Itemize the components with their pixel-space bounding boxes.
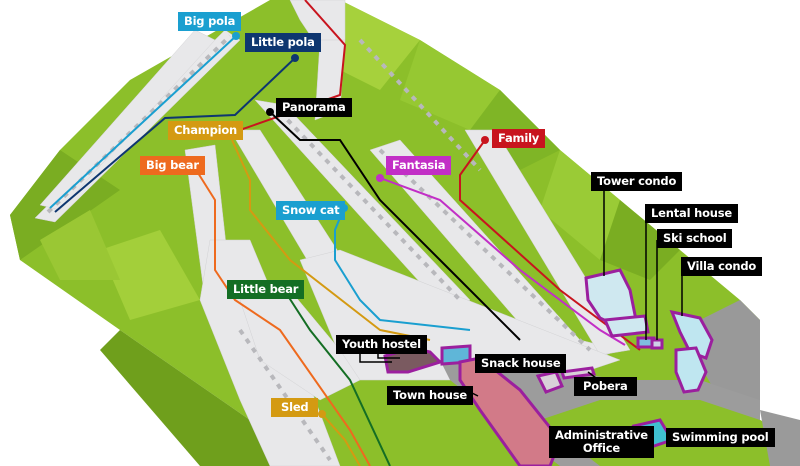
slope-label-little-pola[interactable]: Little pola bbox=[245, 33, 321, 52]
route-sled bbox=[321, 413, 361, 466]
facility-label-youth-hostel[interactable]: Youth hostel bbox=[336, 335, 427, 354]
slope-label-fantasia[interactable]: Fantasia bbox=[386, 156, 452, 175]
route-family-lower bbox=[459, 139, 641, 351]
facility-label-administrative-office[interactable]: Administrative Office bbox=[549, 426, 654, 458]
pobera-building bbox=[560, 366, 596, 380]
facility-label-lental-house[interactable]: Lental house bbox=[645, 204, 739, 223]
slope-label-family[interactable]: Family bbox=[492, 129, 546, 148]
facility-label-snack-house[interactable]: Snack house bbox=[475, 354, 567, 373]
facility-label-swimming-pool[interactable]: Swimming pool bbox=[666, 428, 775, 447]
slope-label-sled[interactable]: Sled bbox=[271, 398, 319, 417]
slope-label-little-bear[interactable]: Little bear bbox=[227, 280, 305, 299]
route-little-pola bbox=[54, 57, 296, 213]
tower-condo-building bbox=[584, 268, 650, 338]
route-snow-cat bbox=[334, 207, 471, 331]
route-champion bbox=[231, 139, 431, 341]
slope-label-big-pola[interactable]: Big pola bbox=[178, 12, 242, 31]
lift-lines bbox=[46, 34, 592, 462]
facility-label-villa-condo[interactable]: Villa condo bbox=[681, 257, 763, 276]
facility-label-pobera[interactable]: Pobera bbox=[574, 377, 637, 396]
route-big-bear bbox=[192, 164, 371, 466]
village-roads bbox=[440, 360, 760, 466]
route-panorama bbox=[269, 111, 521, 341]
facility-label-ski-school[interactable]: Ski school bbox=[657, 229, 733, 248]
slope-label-champion[interactable]: Champion bbox=[168, 121, 244, 140]
route-fantasia bbox=[379, 177, 626, 346]
slope-label-panorama[interactable]: Panorama bbox=[276, 98, 352, 117]
facility-label-town-house[interactable]: Town house bbox=[387, 386, 473, 405]
villa-condo-building bbox=[669, 309, 714, 394]
slope-label-snow-cat[interactable]: Snow cat bbox=[276, 201, 346, 220]
facility-label-tower-condo[interactable]: Tower condo bbox=[591, 172, 683, 191]
route-little-bear bbox=[287, 295, 391, 466]
slope-label-big-bear[interactable]: Big bear bbox=[140, 156, 205, 175]
ski-school-building bbox=[650, 338, 664, 350]
snack-house-building bbox=[535, 370, 564, 394]
route-big-pola bbox=[49, 35, 237, 209]
